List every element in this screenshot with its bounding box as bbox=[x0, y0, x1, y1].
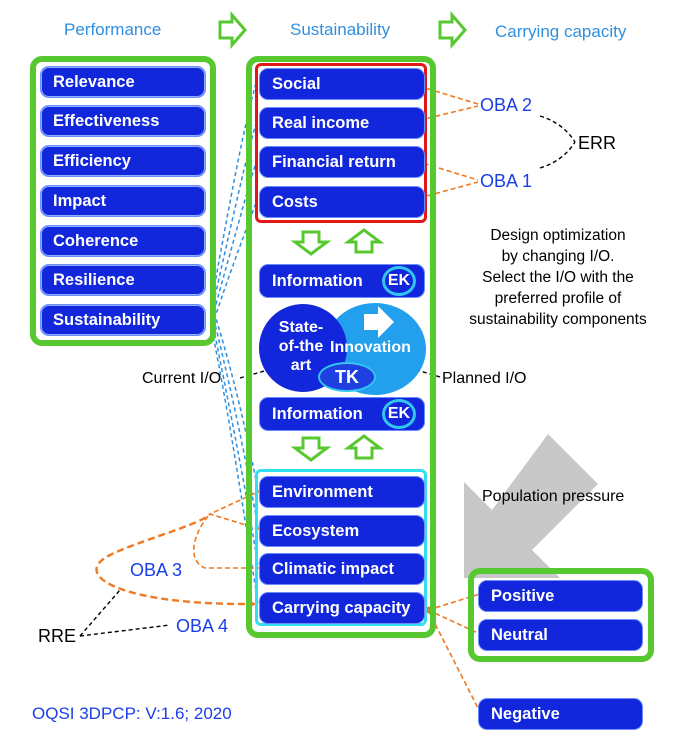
environment-items-label: Carrying capacity bbox=[272, 598, 411, 617]
economic-items-0: Social bbox=[259, 68, 425, 100]
state-of-art-label: State- of-the art bbox=[278, 319, 324, 374]
environment-items-1: Ecosystem bbox=[259, 515, 425, 547]
performance-items-4: Coherence bbox=[40, 225, 206, 257]
environment-items-0: Environment bbox=[259, 476, 425, 508]
footer-version: OQSI 3DPCP: V:1.6; 2020 bbox=[32, 704, 232, 723]
economic-items-label: Costs bbox=[272, 192, 318, 211]
performance-items-label: Relevance bbox=[53, 72, 135, 91]
performance-items-label: Effectiveness bbox=[53, 111, 160, 130]
ek-badge-bottom: EK bbox=[382, 399, 416, 429]
economic-items-label: Real income bbox=[272, 113, 370, 132]
blue-dashed-links bbox=[211, 79, 259, 605]
performance-items-label: Sustainability bbox=[53, 310, 161, 329]
current-io-label: Current I/O bbox=[142, 370, 222, 387]
arrow-up-icon bbox=[343, 434, 385, 460]
header-sustainability: Sustainability bbox=[290, 20, 391, 39]
environment-items-label: Environment bbox=[272, 482, 373, 501]
information-label: Information bbox=[272, 271, 363, 290]
economic-items-2: Financial return bbox=[259, 146, 425, 178]
economic-red-box bbox=[255, 63, 427, 223]
outcome-items-label: Neutral bbox=[491, 625, 548, 644]
oba3-label: OBA 3 bbox=[130, 560, 183, 580]
negative-pill: Negative bbox=[478, 698, 643, 730]
performance-items-label: Resilience bbox=[53, 270, 135, 289]
performance-items-label: Coherence bbox=[53, 231, 139, 250]
header-arrow-right-icon bbox=[438, 10, 467, 50]
header-arrow-right-icon bbox=[218, 10, 247, 50]
performance-items-0: Relevance bbox=[40, 66, 206, 98]
arrow-down-icon bbox=[290, 436, 332, 462]
sustainability-box bbox=[246, 56, 436, 638]
outcome-items-1: Neutral bbox=[478, 619, 643, 651]
economic-items-3: Costs bbox=[259, 186, 425, 218]
outcome-box bbox=[468, 568, 654, 662]
oba2-label: OBA 2 bbox=[480, 95, 533, 115]
economic-items-label: Financial return bbox=[272, 152, 396, 171]
environment-cyan-box bbox=[255, 469, 427, 626]
arrow-down-icon bbox=[290, 230, 332, 256]
header-carrying-capacity: Carrying capacity bbox=[495, 22, 627, 41]
innovation-arrow-icon bbox=[364, 306, 394, 338]
performance-items-6: Sustainability bbox=[40, 304, 206, 336]
environment-items-label: Climatic impact bbox=[272, 559, 394, 578]
environment-items-3: Carrying capacity bbox=[259, 592, 425, 624]
planned-io-label: Planned I/O bbox=[442, 370, 527, 387]
performance-items-1: Effectiveness bbox=[40, 105, 206, 137]
environment-items-2: Climatic impact bbox=[259, 553, 425, 585]
oba1-label: OBA 1 bbox=[480, 171, 533, 191]
performance-items-label: Impact bbox=[53, 191, 107, 210]
design-optimization-text: Design optimization by changing I/O. Sel… bbox=[469, 227, 647, 328]
performance-box bbox=[30, 56, 216, 346]
header-performance: Performance bbox=[64, 20, 162, 39]
err-label: ERR bbox=[578, 133, 617, 153]
performance-items-label: Efficiency bbox=[53, 151, 131, 170]
population-pressure-arrow bbox=[464, 434, 598, 578]
innovation-label: Innovation bbox=[330, 339, 411, 356]
tk-badge: TK bbox=[318, 362, 376, 392]
economic-items-label: Social bbox=[272, 74, 321, 93]
outcome-items-label: Positive bbox=[491, 586, 555, 605]
population-pressure-label: Population pressure bbox=[482, 488, 625, 505]
outcome-items-0: Positive bbox=[478, 580, 643, 612]
oba4-label: OBA 4 bbox=[176, 616, 229, 636]
tk-label: TK bbox=[335, 366, 359, 387]
performance-items-2: Efficiency bbox=[40, 145, 206, 177]
arrow-up-icon bbox=[343, 228, 385, 254]
information-label: Information bbox=[272, 404, 363, 423]
performance-items-3: Impact bbox=[40, 185, 206, 217]
ek-badge-top: EK bbox=[382, 266, 416, 296]
rre-label: RRE bbox=[38, 626, 77, 646]
environment-items-label: Ecosystem bbox=[272, 521, 360, 540]
performance-items-5: Resilience bbox=[40, 264, 206, 296]
economic-items-1: Real income bbox=[259, 107, 425, 139]
